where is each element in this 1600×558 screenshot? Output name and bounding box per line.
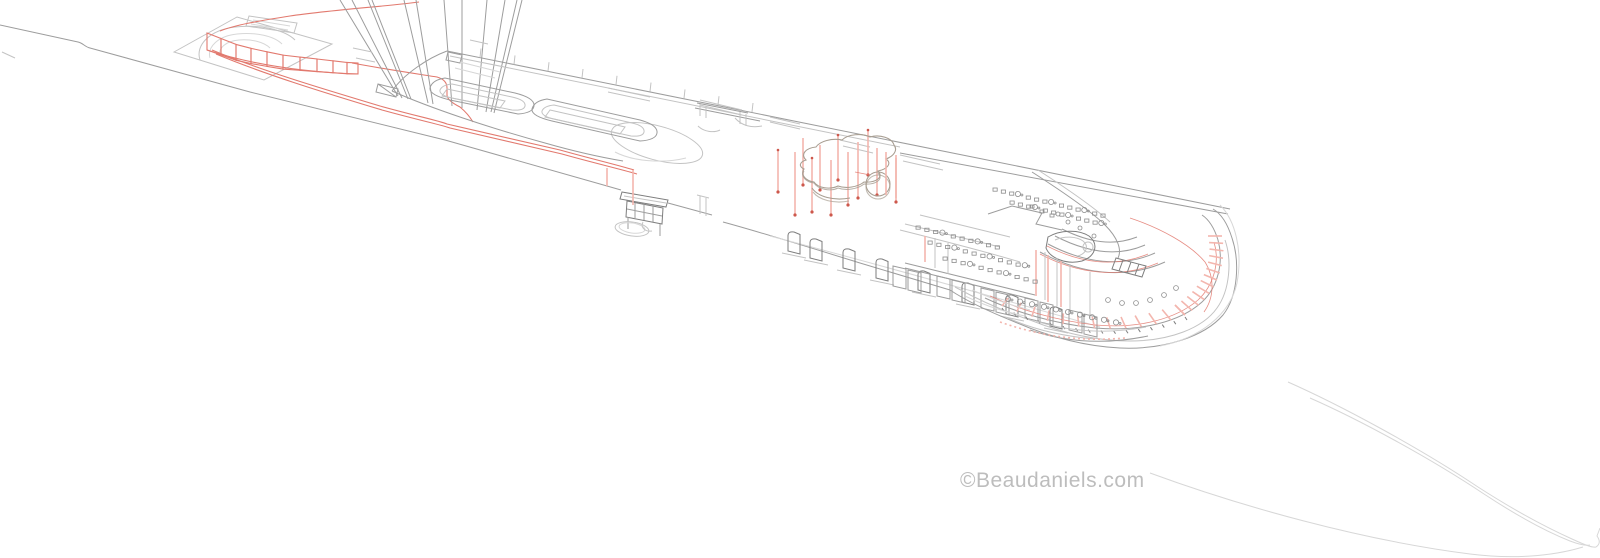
main-pool-deck-group (375, 48, 1231, 215)
bar-kiosk-group (606, 168, 710, 237)
watermark-text: ©Beaudaniels.com (960, 469, 1145, 492)
aft-terrace-group (885, 152, 1240, 349)
stern-hull-outline-group (1149, 381, 1600, 558)
bow-deck-group (172, 1, 638, 175)
windbreak-panels-group (769, 231, 1101, 338)
freeform-pool-group (776, 128, 898, 217)
mast-rigging-group (339, 0, 523, 114)
hull-edge-lines (0, 24, 951, 291)
